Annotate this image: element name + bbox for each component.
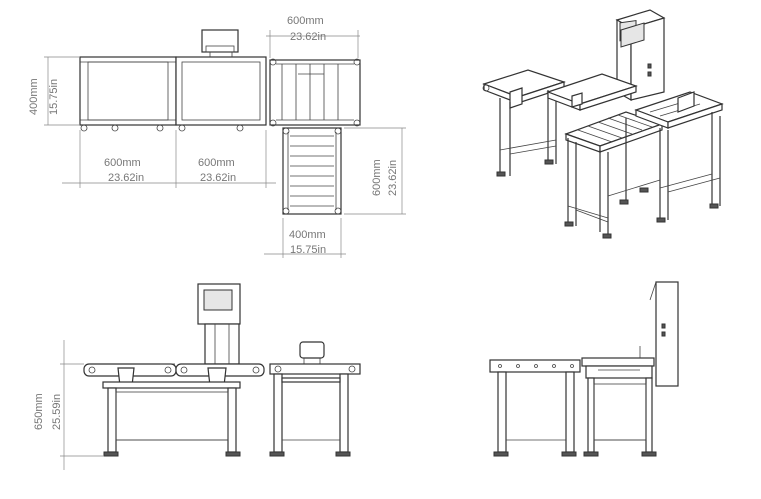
- plan-dimension-labels: 600mm 23.62in 400mm 15.75in 600mm 23.62i…: [28, 15, 399, 256]
- side-column: [655, 281, 679, 387]
- dim-front-in: 25.59in: [51, 394, 63, 430]
- dim-bottom-right-in: 15.75in: [290, 244, 326, 256]
- dim-right-mm: 600mm: [371, 159, 383, 196]
- plan-roller-table: [269, 59, 361, 126]
- dim-left-in: 15.75in: [48, 79, 60, 115]
- front-view: [83, 283, 361, 457]
- iso-screen-face: [620, 22, 645, 48]
- dim-bottom-mid-mm: 600mm: [198, 157, 235, 169]
- dim-bottom-left-mm: 600mm: [104, 157, 141, 169]
- dim-front-mm: 650mm: [33, 393, 45, 430]
- dim-top-mm: 600mm: [287, 15, 324, 27]
- dim-right-in: 23.62in: [387, 160, 399, 196]
- plan-roller-chute: [282, 127, 342, 215]
- dim-left-mm: 400mm: [28, 78, 40, 115]
- side-view: [489, 281, 679, 457]
- dim-bottom-right-mm: 400mm: [289, 229, 326, 241]
- front-screen: [203, 289, 233, 311]
- dim-bottom-left-in: 23.62in: [108, 172, 144, 184]
- front-dimensions: 650mm 25.59in: [33, 340, 104, 470]
- iso-outfeed-guide: [677, 91, 695, 113]
- dim-top-in: 23.62in: [290, 31, 326, 43]
- plan-view: [79, 29, 361, 215]
- dim-bottom-mid-in: 23.62in: [200, 172, 236, 184]
- isometric-view: [482, 9, 724, 239]
- iso-guide-plate: [509, 87, 523, 109]
- plan-dimensions: [44, 30, 406, 258]
- plan-conveyor-2: [175, 56, 267, 126]
- plan-display-head: [201, 29, 239, 53]
- plan-conveyor-1: [79, 56, 177, 126]
